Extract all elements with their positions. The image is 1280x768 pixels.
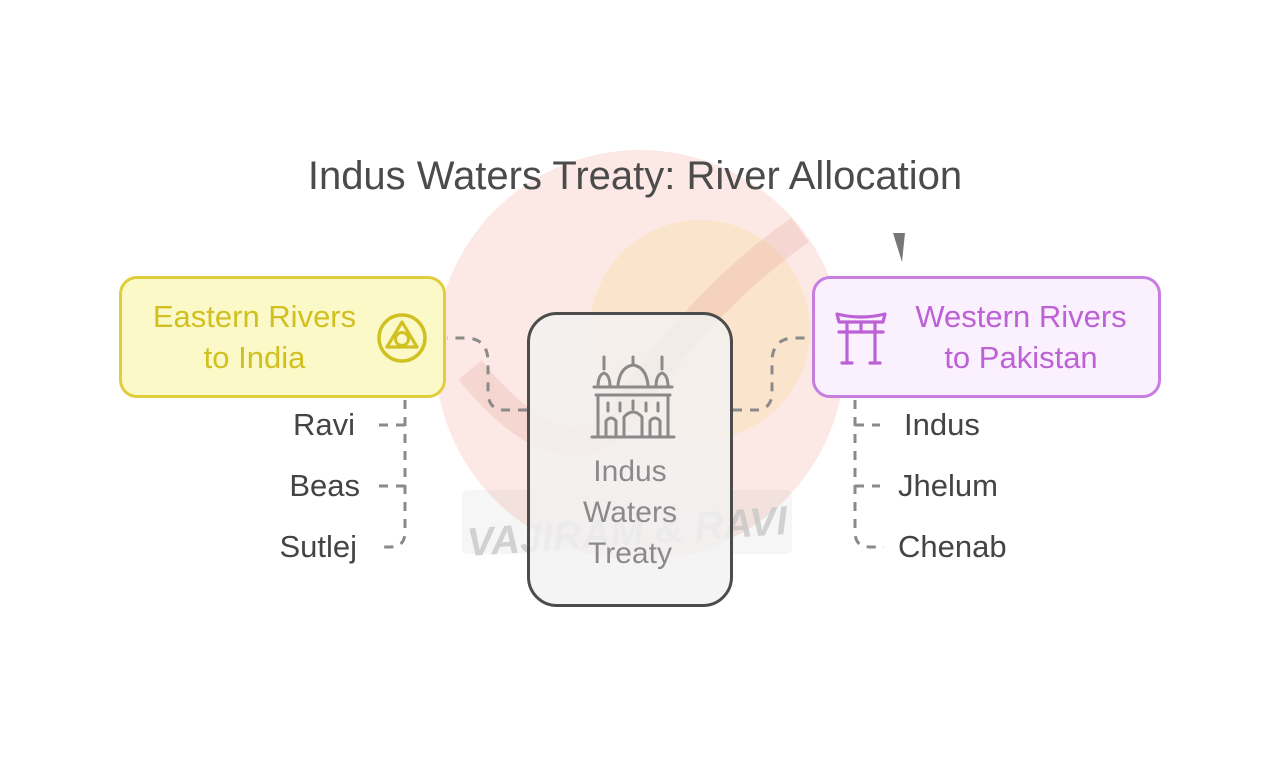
triangle-circle-icon — [377, 313, 427, 363]
western-river-item: Indus — [904, 407, 980, 442]
eastern-river-item: Sutlej — [279, 529, 357, 564]
eastern-river-item: Ravi — [292, 407, 355, 442]
page-title: Indus Waters Treaty: River Allocation — [307, 154, 963, 198]
mosque-icon — [590, 355, 676, 439]
western-river-item: Chenab — [898, 529, 1007, 564]
torii-gate-icon — [835, 312, 887, 365]
eastern-river-item: Beas — [289, 468, 360, 503]
western-river-item: Jhelum — [898, 468, 998, 503]
